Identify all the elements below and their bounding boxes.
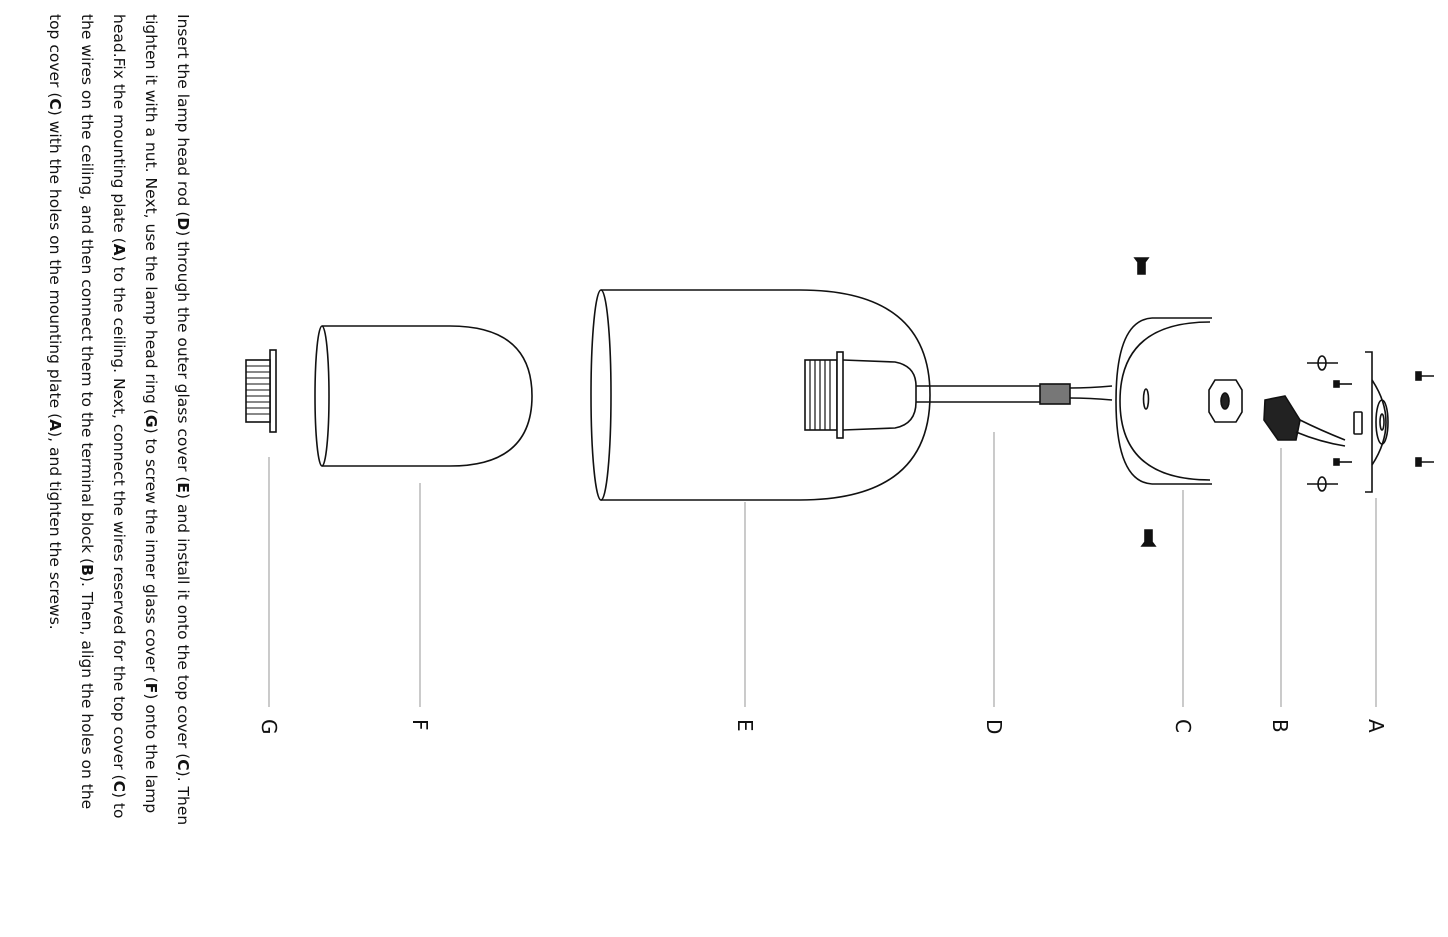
instruction-part-ref: A (110, 244, 128, 256)
part-label-e: E (733, 719, 757, 732)
instruction-segment: ) to screw the inner glass cover ( (142, 428, 160, 683)
wall-screw-icon (1415, 371, 1434, 467)
instruction-segment: the wires on the ceiling, and then conne… (78, 14, 96, 564)
hex-nut-icon (1208, 379, 1243, 423)
instruction-segment: ), and tighten the screws. (46, 431, 64, 630)
instruction-segment: ). Then, align the holes on the (78, 576, 96, 809)
part-label-b: B (1268, 719, 1292, 733)
part-label-g: G (257, 719, 281, 735)
instruction-part-ref: B (78, 564, 96, 576)
small-screw-icon (1333, 380, 1352, 466)
lamp-head-ring-g (245, 349, 277, 433)
instruction-part-ref: A (46, 419, 64, 431)
instruction-part-ref: F (142, 683, 160, 694)
instruction-part-ref: C (110, 781, 128, 792)
instruction-segment: ) and install it onto the top cover ( (174, 493, 192, 759)
instruction-segment: Insert the lamp head rod ( (174, 14, 192, 217)
instruction-part-ref: C (46, 98, 64, 109)
instruction-line: top cover (C) with the holes on the moun… (46, 14, 64, 630)
instruction-segment: top cover ( (46, 14, 64, 98)
part-label-a: A (1364, 719, 1388, 733)
outer-glass-cover-e (590, 289, 931, 501)
instruction-part-ref: D (174, 217, 192, 230)
instruction-segment: ) to (110, 792, 128, 819)
instruction-segment: ) to the ceiling. Next, connect the wire… (110, 256, 128, 781)
anchor-icon (1307, 355, 1338, 492)
part-labels: A B C D E F G (257, 719, 1388, 735)
instruction-segment: head.Fix the mounting plate ( (110, 14, 128, 244)
instruction-segment: ) onto the lamp (142, 693, 160, 813)
instruction-part-ref: E (174, 482, 192, 493)
part-label-d: D (982, 719, 1006, 734)
instruction-line: Insert the lamp head rod (D) through the… (174, 14, 192, 825)
mounting-plate-a (1307, 351, 1434, 493)
instruction-part-ref: C (174, 759, 192, 770)
instruction-segment: tighten it with a nut. Next, use the lam… (142, 14, 160, 415)
cover-screw-icon (1133, 257, 1157, 547)
terminal-block-b (1263, 395, 1346, 447)
instruction-segment: ) with the holes on the mounting plate ( (46, 110, 64, 419)
instruction-segment: ) through the outer glass cover ( (174, 230, 192, 482)
part-label-f: F (408, 719, 432, 731)
part-label-c: C (1171, 719, 1195, 733)
instruction-line: head.Fix the mounting plate (A) to the c… (110, 14, 128, 819)
instruction-segment: ). Then (174, 771, 192, 826)
instruction-line: the wires on the ceiling, and then conne… (78, 14, 96, 809)
lamp-head-rod-d (916, 383, 1113, 405)
instruction-text: Insert the lamp head rod (D) through the… (46, 14, 192, 825)
leader-lines (268, 432, 1377, 707)
top-cover-c (1115, 257, 1243, 547)
inner-glass-cover-f (314, 325, 533, 467)
instruction-line: tighten it with a nut. Next, use the lam… (142, 14, 160, 813)
instruction-part-ref: G (142, 415, 160, 428)
lamp-socket-icon (804, 351, 917, 439)
